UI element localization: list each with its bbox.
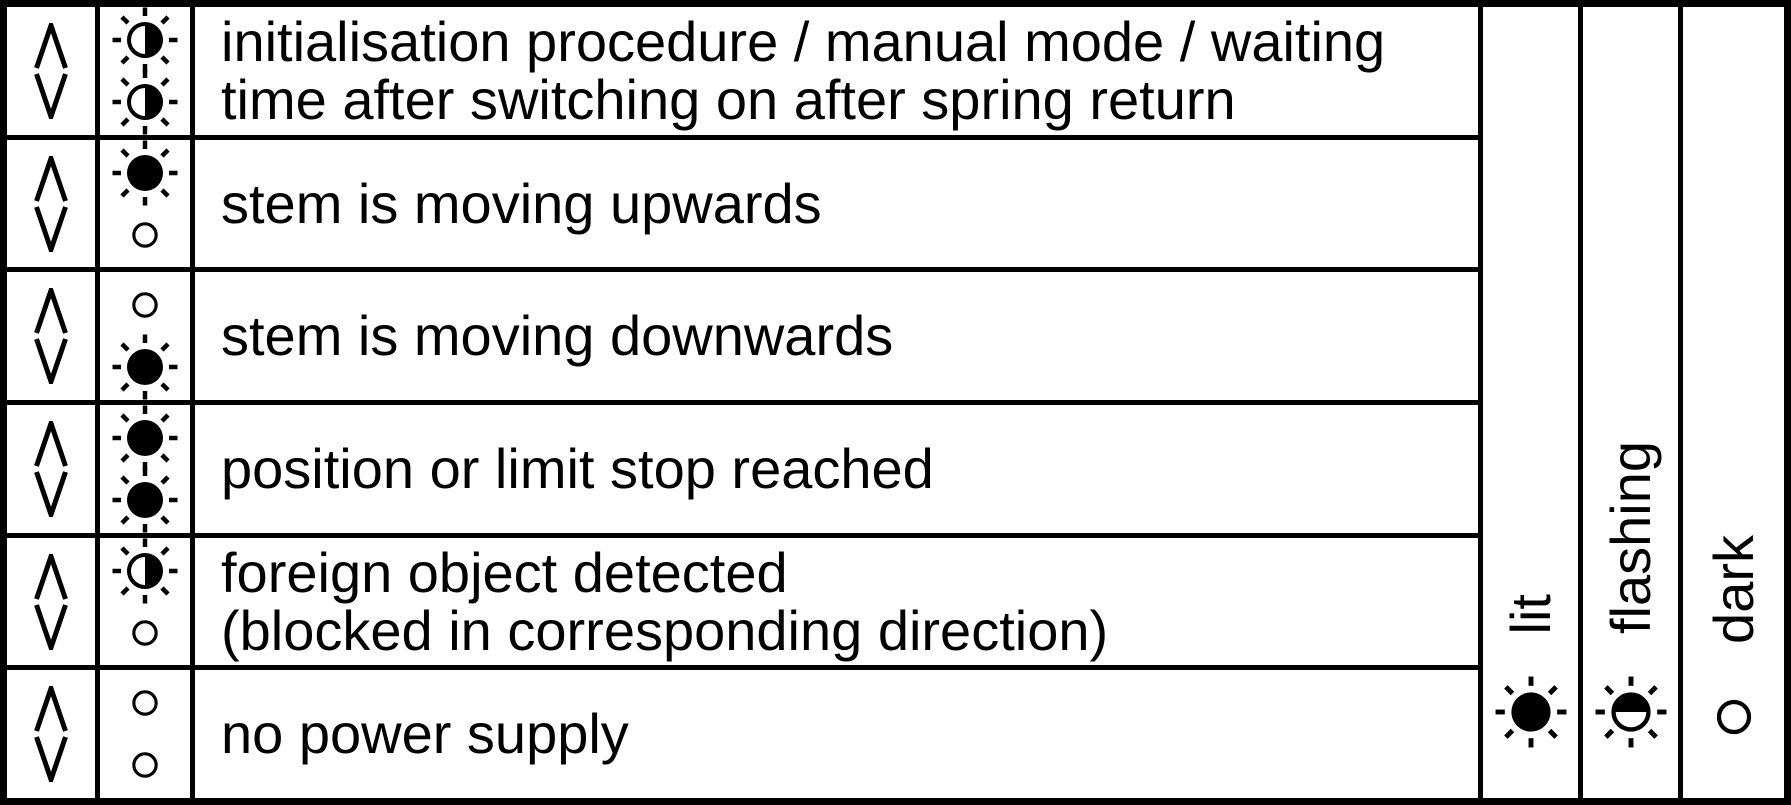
legend-label: lit (1498, 593, 1562, 634)
led-lit-icon (112, 467, 178, 533)
description-line: no power supply (221, 702, 629, 766)
description-line: stem is moving upwards (221, 171, 822, 235)
table-row: stem is moving downwards (7, 272, 1478, 406)
description-line: foreign object detected (221, 540, 788, 604)
description-cell: stem is moving upwards (195, 140, 1478, 268)
led-flashing-icon (1595, 676, 1667, 748)
led-dark-icon (122, 212, 168, 258)
table-row: initialisation procedure / manual mode /… (7, 7, 1478, 140)
arrows-cell (7, 537, 100, 666)
arrows-cell (7, 405, 100, 533)
table-row: position or limit stop reached (7, 405, 1478, 538)
description-line: position or limit stop reached (221, 436, 934, 500)
description-cell: initialisation procedure / manual mode /… (195, 7, 1478, 135)
arrow-up-down-icon (34, 421, 68, 517)
status-rows: initialisation procedure / manual mode /… (7, 7, 1478, 798)
led-lit-icon (1495, 676, 1567, 748)
table-row: no power supply (7, 670, 1478, 798)
led-state-cell (100, 139, 195, 268)
led-state-cell (100, 272, 195, 401)
led-flashing-icon (112, 7, 178, 73)
legend-column-lit: lit (1478, 7, 1578, 798)
led-dark-icon (122, 742, 168, 788)
legend-label: dark (1701, 535, 1765, 644)
arrows-cell (7, 272, 100, 401)
table-row: foreign object detected (blocked in corr… (7, 538, 1478, 671)
led-flashing-icon (112, 69, 178, 135)
arrows-cell (7, 670, 100, 798)
arrows-cell (7, 139, 100, 268)
arrow-up-down-icon (34, 156, 68, 252)
led-dark-icon (122, 680, 168, 726)
description-line: initialisation procedure / manual mode /… (221, 9, 1386, 73)
legend-column-dark: dark (1678, 7, 1784, 798)
arrows-cell (7, 7, 100, 135)
led-state-cell (100, 538, 195, 666)
led-dark-icon (122, 610, 168, 656)
legend-column-flashing: flashing (1578, 7, 1678, 798)
led-lit-icon (112, 334, 178, 400)
arrow-up-down-icon (34, 288, 68, 384)
description-cell: no power supply (195, 670, 1478, 798)
arrow-up-down-icon (34, 554, 68, 650)
description-cell: stem is moving downwards (195, 272, 1478, 400)
description-line: time after switching on after spring ret… (221, 67, 1236, 131)
description-line: stem is moving downwards (221, 304, 894, 368)
table-row: stem is moving upwards (7, 139, 1478, 273)
description-cell: foreign object detected (blocked in corr… (195, 538, 1478, 666)
led-lit-icon (112, 405, 178, 471)
led-state-cell (100, 670, 195, 798)
arrow-up-down-icon (34, 23, 68, 119)
description-cell: position or limit stop reached (195, 405, 1478, 533)
legend-label: flashing (1598, 440, 1662, 634)
led-dark-icon (1703, 686, 1765, 748)
led-lit-icon (112, 140, 178, 206)
led-state-cell (100, 7, 195, 135)
led-flashing-icon (112, 538, 178, 604)
led-state-cell (100, 405, 195, 533)
led-dark-icon (122, 282, 168, 328)
arrow-up-down-icon (34, 686, 68, 782)
description-line: (blocked in corresponding direction) (221, 598, 1109, 662)
